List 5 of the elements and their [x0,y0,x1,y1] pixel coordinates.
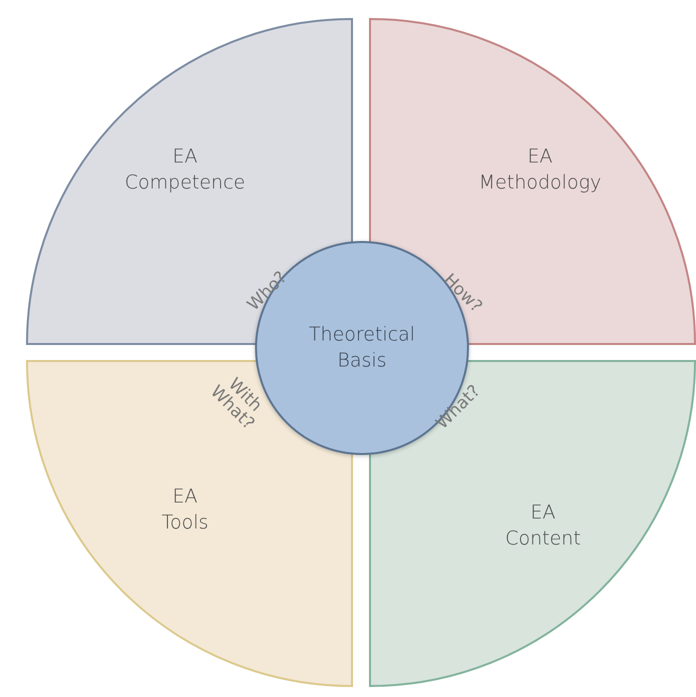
segment-label: EA Content [505,500,581,551]
center-label: Theoretical Basis [308,322,416,373]
segment-label: EA Tools [162,484,208,535]
segment-label: EA Methodology [478,144,602,195]
segment-label: EA Competence [124,144,246,195]
